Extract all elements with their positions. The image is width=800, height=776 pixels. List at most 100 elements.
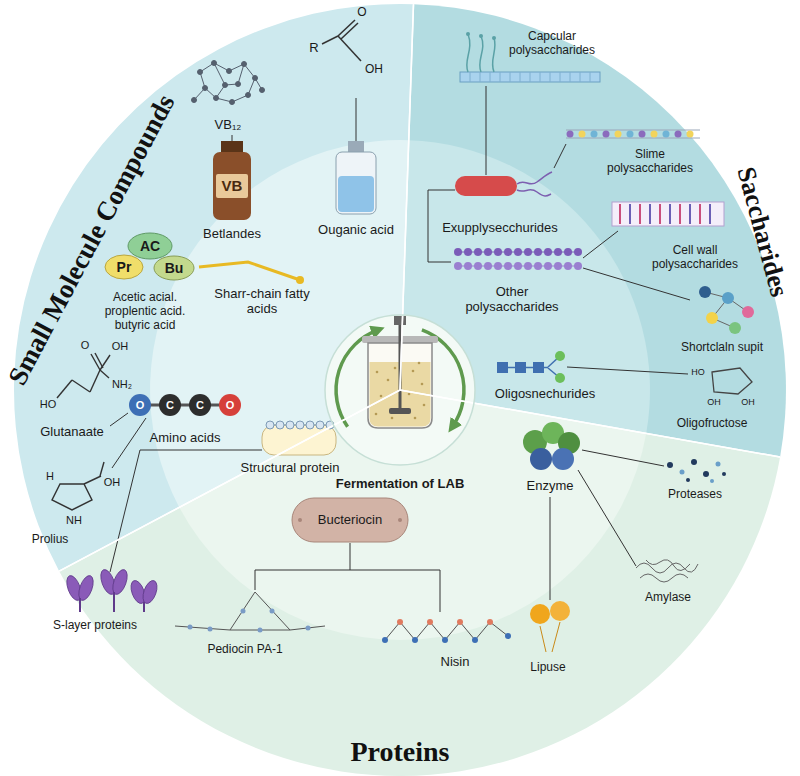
other-polysaccharide [574, 248, 582, 256]
proline-structure [52, 484, 92, 510]
leader-line [550, 497, 551, 600]
other-polysaccharide [534, 262, 542, 270]
nisin-chain [505, 633, 511, 639]
fermenter-icon [389, 408, 411, 414]
bacteriocin-pill [292, 498, 408, 542]
item-label: Pediocin PA-1 [207, 643, 282, 657]
protease-dots [710, 479, 714, 483]
other-polysaccharide [474, 248, 482, 256]
sector-divider [400, 4, 780, 457]
vitamin-b12-molecule [230, 100, 235, 105]
vitamin-b12-molecule [260, 88, 265, 93]
short-chain-sugar [706, 312, 718, 324]
atom-label: C [196, 399, 204, 412]
cell-wall-polysaccharide [669, 204, 671, 224]
item-label: Enzyme [527, 479, 574, 494]
pediocin-structure [241, 609, 246, 614]
fermenter-icon [380, 395, 383, 398]
capsular-polysaccharide [580, 72, 581, 82]
sector-heading: Proteins [350, 737, 449, 768]
atom-label: OH [104, 476, 121, 489]
slime-polysaccharide [566, 130, 700, 138]
proline-structure [84, 476, 101, 484]
structural-protein-icon [266, 421, 334, 429]
capsular-polysaccharide [570, 72, 571, 82]
amylase-strands [636, 563, 698, 573]
s-layer-protein-icon [64, 568, 160, 606]
item-label: Acetic acial. proplentic acid. butyric a… [90, 291, 200, 332]
vitamin-b12-molecule [236, 82, 241, 87]
slime-polysaccharide [566, 138, 700, 139]
cell-wall-polysaccharide [619, 204, 621, 224]
leader-line [232, 98, 356, 141]
leader-line [554, 144, 566, 168]
glutamate-structure [57, 353, 110, 398]
nisin-chain [427, 619, 433, 625]
slime-polysaccharide [627, 131, 634, 138]
fatty-acid-blob [154, 256, 194, 280]
glutamate-structure [100, 370, 109, 378]
leader-line [110, 413, 128, 426]
leader-line [486, 86, 487, 175]
slime-polysaccharide [687, 131, 694, 138]
fermenter-icon [394, 367, 397, 370]
item-label: Cell wall polysaccharides [647, 244, 743, 272]
vitamin-bottle [221, 141, 243, 152]
fermenter-icon [408, 393, 411, 396]
lipase-icon [530, 601, 570, 652]
short-chain-sugar [722, 292, 734, 304]
glutamate-structure [91, 354, 100, 370]
short-chain-sugar [699, 286, 711, 298]
capsular-polysaccharide [492, 38, 495, 72]
item-label: Amylase [645, 591, 691, 605]
organic-acid-bottle [348, 141, 364, 152]
amino-acid-model [129, 394, 241, 416]
capsular-polysaccharide [490, 72, 491, 82]
fatty-acid-blob [105, 233, 194, 280]
bacteriocin-pill [298, 518, 302, 522]
atom-label: O [136, 399, 145, 412]
leader-line [583, 268, 690, 300]
item-label: Shortclaln supit [681, 341, 763, 355]
other-polysaccharide [464, 248, 472, 256]
vitamin-b12-molecule [214, 96, 219, 101]
pediocin-structure [175, 592, 325, 633]
atom-label: OH [365, 63, 383, 77]
fermenter-icon [421, 383, 424, 386]
s-layer-protein-icon [140, 579, 159, 606]
nisin-chain [382, 637, 388, 643]
capsular-polysaccharide [500, 72, 501, 82]
s-layer-protein-icon [64, 568, 160, 612]
cell-wall-polysaccharide [612, 202, 724, 226]
leader-line [232, 135, 233, 141]
amylase-strands [636, 560, 698, 582]
vitamin-b12-molecule [192, 98, 197, 103]
protease-dots [716, 462, 721, 467]
pediocin-structure [175, 626, 230, 630]
leader-line [350, 543, 351, 570]
cell-wall-polysaccharide [689, 204, 691, 224]
bottle-label: VB [222, 177, 243, 194]
capsular-polysaccharide [480, 36, 483, 72]
cell-wall-polysaccharide [629, 204, 631, 224]
exopolysaccharide-bacterium [517, 190, 551, 196]
protease-dots [686, 478, 690, 482]
other-polysaccharide [564, 262, 572, 270]
slime-polysaccharide [579, 131, 586, 138]
atom-label: HO [40, 398, 57, 411]
item-label: Capcular polysaccharides [502, 30, 602, 58]
capsular-polysaccharide [470, 72, 590, 82]
other-polysaccharide [454, 262, 462, 270]
vitamin-b12-molecule [198, 70, 203, 75]
leader-line [255, 570, 440, 612]
protease-dots [680, 470, 685, 475]
oligosaccharide-icon [533, 362, 544, 373]
vitamin-b12-molecule [227, 69, 232, 74]
structural-protein-icon [286, 421, 294, 429]
slime-polysaccharide [615, 131, 622, 138]
vitamin-b12-molecule [223, 83, 228, 88]
other-polysaccharide [514, 248, 522, 256]
other-polysaccharide [454, 262, 582, 270]
